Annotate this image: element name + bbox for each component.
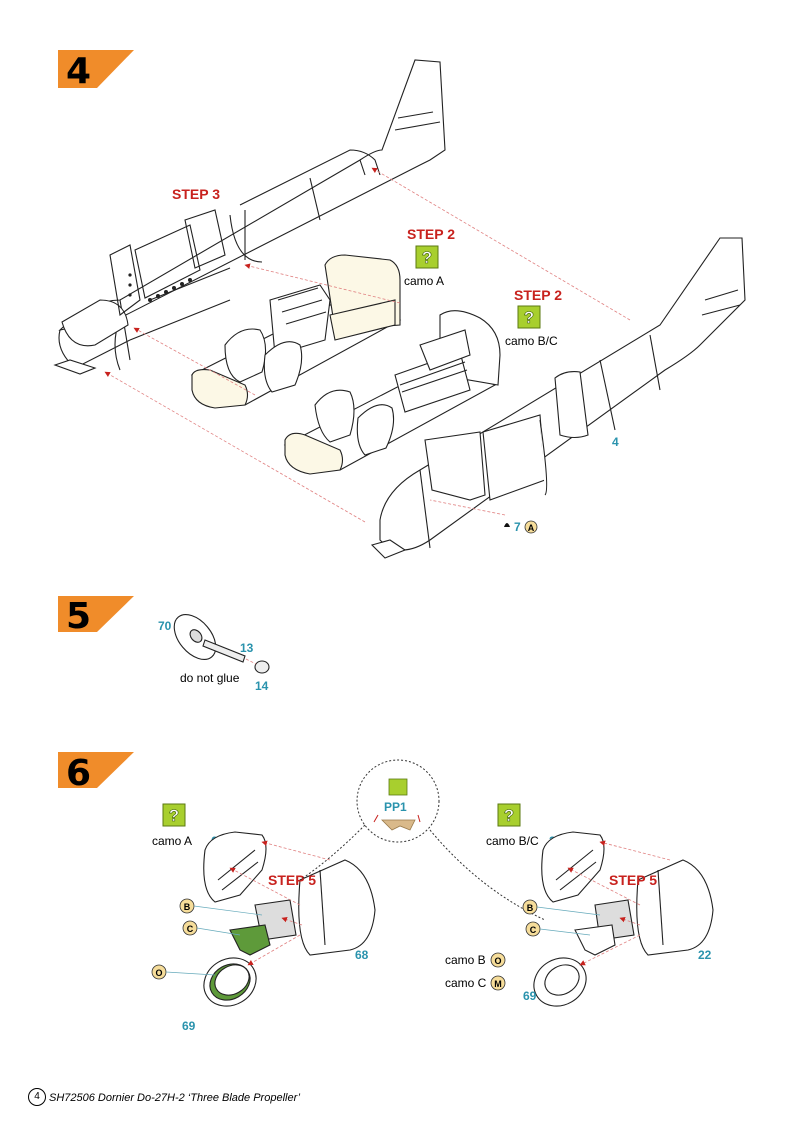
question-box-icon <box>517 305 541 329</box>
step-2-label-a: STEP 2 <box>407 226 455 242</box>
fuselage-right-half <box>370 237 746 559</box>
right-decal-m: M <box>494 979 502 989</box>
decal-a-label: A <box>528 523 535 533</box>
part-7-label: 7 <box>514 520 521 534</box>
part-68-label: 68 <box>355 948 369 962</box>
step-6-number: 6 <box>66 753 91 794</box>
left-part-69-label: 69 <box>182 1019 196 1033</box>
do-not-glue-note: do not glue <box>180 671 240 685</box>
footer-title: SH72506 Dornier Do-27H-2 ‘Three Blade Pr… <box>49 1092 301 1104</box>
left-decal-b: B <box>184 902 191 912</box>
camo-bc-label: camo B/C <box>505 334 558 348</box>
right-decal-c: C <box>530 925 537 935</box>
left-decal-o: O <box>155 968 162 978</box>
step-6-badge: 6 <box>58 752 134 794</box>
step-3-label: STEP 3 <box>172 186 220 202</box>
step-4-number: 4 <box>66 51 91 92</box>
right-camo-label: camo B/C <box>486 834 539 848</box>
right-part-69-label: 69 <box>523 989 537 1003</box>
step-5-badge: 5 <box>58 596 134 637</box>
page-number: 4 <box>28 1088 46 1106</box>
pp1-detail-callout: PP1 <box>299 759 546 921</box>
camo-a-label: camo A <box>404 274 444 288</box>
part-13-label: 13 <box>240 641 254 655</box>
left-decals: B C O <box>151 898 198 980</box>
question-box-icon <box>162 803 186 827</box>
part-4-label: 4 <box>612 435 619 449</box>
assembly-arrows <box>104 167 631 523</box>
left-step-5-label: STEP 5 <box>268 872 316 888</box>
question-box-icon <box>497 803 521 827</box>
step-4-badge: 4 <box>58 50 134 92</box>
pp1-label: PP1 <box>384 800 407 814</box>
step-2-label-bc: STEP 2 <box>514 287 562 303</box>
question-box-icon <box>415 245 439 269</box>
right-decal-b: B <box>527 903 534 913</box>
right-step-5-label: STEP 5 <box>609 872 657 888</box>
left-decal-c: C <box>187 924 194 934</box>
step-5-number: 5 <box>66 596 91 637</box>
step-4-section: 4 STEP 3 <box>53 50 746 559</box>
camo-c-label: camo C <box>445 976 487 990</box>
cockpit-floor-camo-a <box>190 254 402 409</box>
rivet-row <box>128 273 192 302</box>
right-decal-o: O <box>494 956 501 966</box>
step-2-camo-bc-callout: STEP 2 camo B/C <box>505 287 562 348</box>
part-22-label: 22 <box>698 948 712 962</box>
photo-etch-icon <box>388 778 408 796</box>
part-14-label: 14 <box>255 679 269 693</box>
part-70-label: 70 <box>158 619 172 633</box>
camo-b-label: camo B <box>445 953 486 967</box>
propeller-hub-parts <box>173 614 270 674</box>
step-6-section: 6 camo A 67 STEP 5 69 68 B <box>58 752 714 1033</box>
left-camo-label: camo A <box>152 834 192 848</box>
fuselage-left-half <box>53 59 446 375</box>
part-7-callout: 7 A <box>504 520 538 534</box>
right-decals: B C O M <box>490 899 541 991</box>
step-5-dashes <box>245 658 257 665</box>
step-6-left-assembly: camo A 67 STEP 5 69 68 B C <box>151 803 376 1033</box>
step-5-section: 5 70 13 14 do not glue <box>58 596 270 693</box>
cockpit-floor-camo-bc <box>283 310 501 475</box>
decal-a-icon <box>524 520 538 534</box>
step-6-right-assembly: camo B/C 23 STEP 5 camo B camo C 69 22 B <box>445 803 714 1007</box>
step-2-camo-a-callout: STEP 2 camo A <box>404 226 455 288</box>
